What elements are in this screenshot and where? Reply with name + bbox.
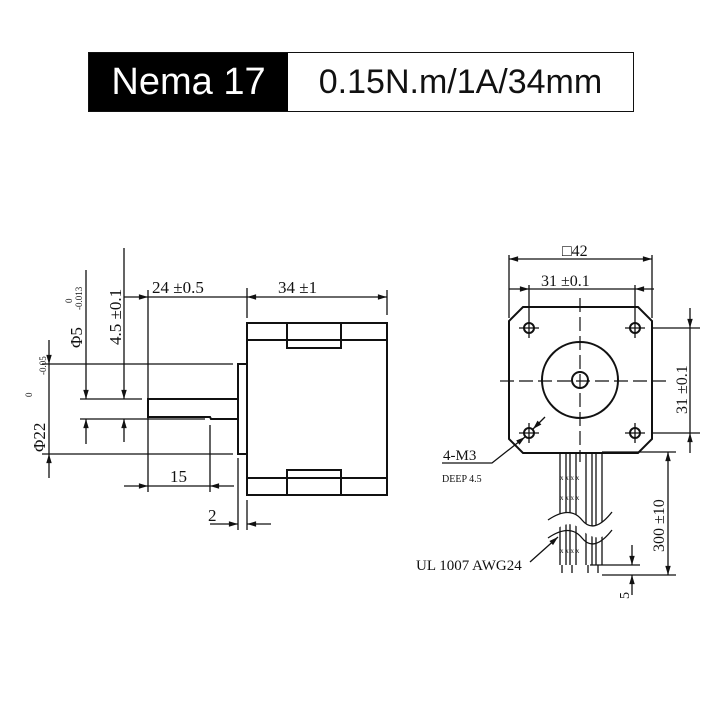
boss [237,363,248,455]
model-label: Nema 17 [89,53,288,111]
shaft-tol-lower: -0.013 [74,286,84,310]
holes-label: 4-M3 [443,448,476,464]
svg-text:x x x x: x x x x [560,474,580,482]
boss-height-label: 2 [208,506,217,525]
face-plate [508,306,653,454]
side-view: 24 ±0.5 34 ±1 4.5 ±0.1 Φ5 0 -0.013 Φ22 0… [24,248,388,530]
strip-length-label: 5 [618,592,633,599]
cable-spec-label: UL 1007 AWG24 [416,558,522,574]
boss-diameter-label: Φ22 [30,423,49,452]
cable-length-label: 300 ±10 [651,499,668,552]
boss-tol-lower: -0.05 [38,356,48,375]
hole-spacing-h-label: 31 ±0.1 [541,273,590,290]
svg-text:x x x x: x x x x [560,494,580,502]
hole-spacing-v-label: 31 ±0.1 [674,365,691,414]
title-header: Nema 17 0.15N.m/1A/34mm [88,52,634,112]
flat-depth-label: 4.5 ±0.1 [106,289,125,345]
shaft-tol-upper: 0 [64,298,74,303]
svg-text:x x x x: x x x x [560,547,580,555]
cable-bundle: x x x x x x x x x x x x [547,453,613,573]
front-view: x x x x x x x x x x x x □42 3 [416,243,700,599]
shaft-diameter-label: Φ5 [67,327,86,348]
boss-tol-upper: 0 [24,392,34,397]
hole-depth-label: DEEP 4.5 [442,474,482,485]
spec-label: 0.15N.m/1A/34mm [318,62,603,101]
shaft [147,398,238,420]
frame-size-label: □42 [562,243,588,260]
flat-length-label: 15 [170,467,187,486]
shaft-length-label: 24 ±0.5 [152,278,204,297]
body-length-label: 34 ±1 [278,278,317,297]
mounting-holes [519,318,645,443]
